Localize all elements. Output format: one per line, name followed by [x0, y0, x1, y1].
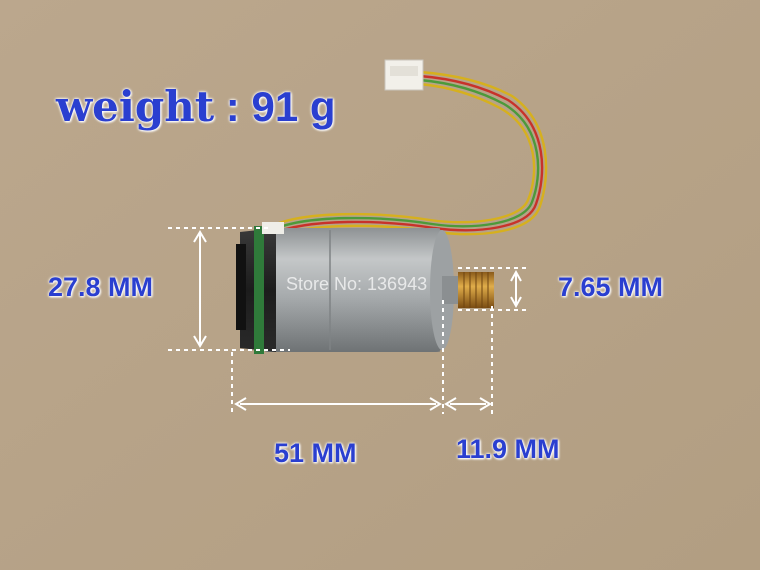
- gear-length-label: 11.9 MM: [456, 434, 560, 464]
- weight-word: weight: [56, 82, 215, 131]
- store-watermark: Store No: 136943: [286, 274, 428, 294]
- weight-label: weight : 91 g: [56, 82, 336, 131]
- connector-plug: [384, 59, 424, 91]
- pinion-gear: [458, 272, 494, 308]
- body-length-label: 51 MM: [274, 438, 357, 468]
- wire-harness: [266, 70, 548, 239]
- shaft-diameter-label: 7.65 MM: [558, 272, 664, 302]
- motor: [236, 222, 458, 354]
- dimension-lines: [168, 227, 530, 414]
- height-dimension-label: 27.8 MM: [48, 272, 154, 302]
- weight-separator: :: [214, 83, 252, 130]
- weight-value: 91 g: [251, 83, 336, 130]
